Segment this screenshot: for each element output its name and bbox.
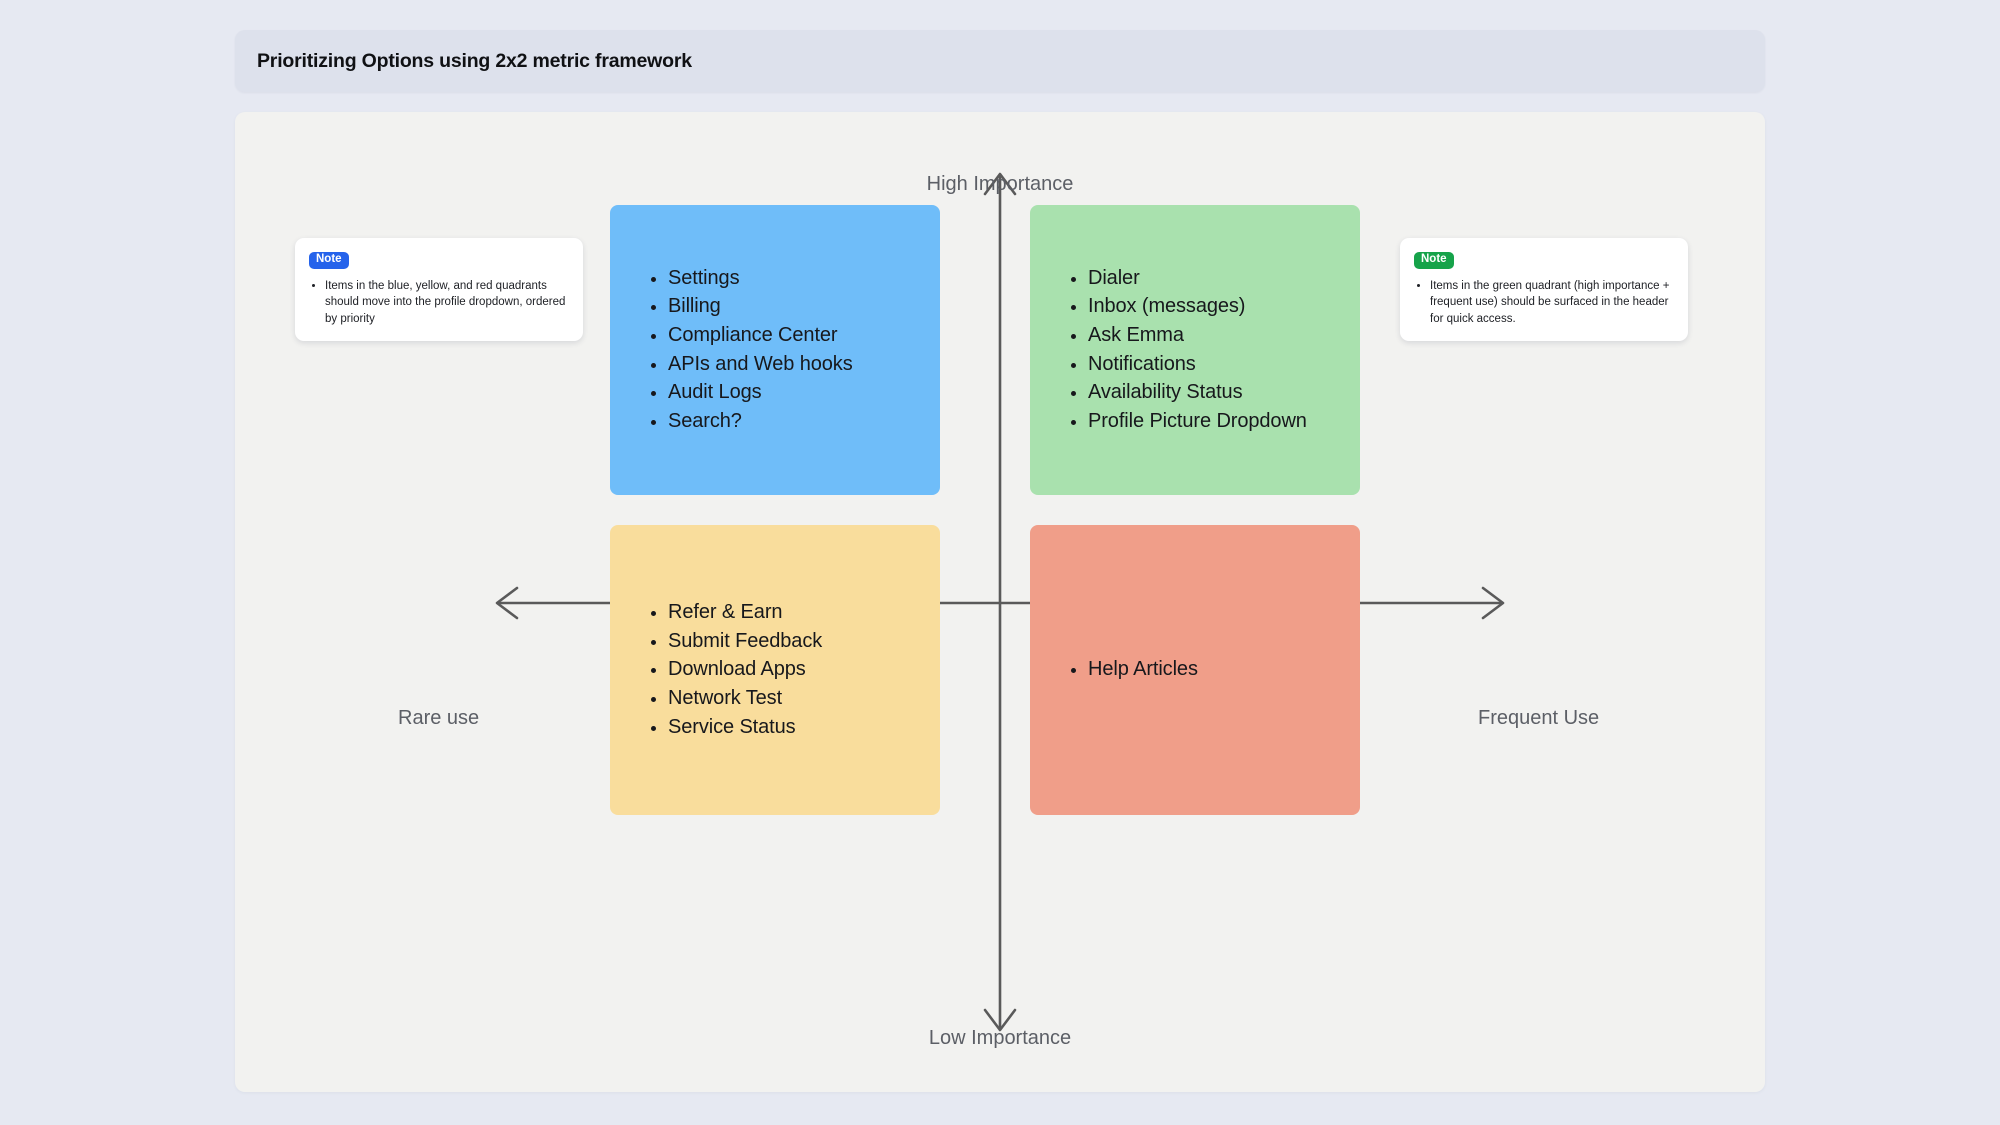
- page-title: Prioritizing Options using 2x2 metric fr…: [257, 49, 692, 72]
- quadrant-high-importance-rare-use[interactable]: SettingsBillingCompliance CenterAPIs and…: [610, 205, 940, 495]
- axis-label-frequent-use: Frequent Use: [1478, 707, 1600, 729]
- quadrant-low-importance-frequent-use[interactable]: Help Articles: [1030, 525, 1360, 815]
- list-item: Search?: [668, 410, 940, 433]
- list-item: Notifications: [1088, 353, 1360, 376]
- list-item: Network Test: [668, 687, 940, 710]
- list-item: Settings: [668, 267, 940, 290]
- list-item: Ask Emma: [1088, 324, 1360, 347]
- quadrant-item-list: SettingsBillingCompliance CenterAPIs and…: [668, 267, 940, 434]
- list-item: Download Apps: [668, 658, 940, 681]
- note-badge: Note: [309, 251, 349, 269]
- quadrant-item-list: Help Articles: [1088, 658, 1360, 681]
- list-item: Compliance Center: [668, 324, 940, 347]
- list-item: Profile Picture Dropdown: [1088, 410, 1360, 433]
- list-item: APIs and Web hooks: [668, 353, 940, 376]
- note-item-list: Items in the green quadrant (high import…: [1430, 278, 1674, 328]
- list-item: Inbox (messages): [1088, 295, 1360, 318]
- list-item: Billing: [668, 295, 940, 318]
- axis-label-rare-use: Rare use: [398, 707, 480, 729]
- quadrant-low-importance-rare-use[interactable]: Refer & EarnSubmit FeedbackDownload Apps…: [610, 525, 940, 815]
- header-bar: Prioritizing Options using 2x2 metric fr…: [235, 30, 1765, 92]
- note-item-list: Items in the blue, yellow, and red quadr…: [325, 278, 569, 328]
- note-card-left[interactable]: Note Items in the blue, yellow, and red …: [295, 238, 583, 341]
- list-item: Audit Logs: [668, 381, 940, 404]
- quadrant-item-list: Refer & EarnSubmit FeedbackDownload Apps…: [668, 601, 940, 739]
- axis-label-low-importance: Low Importance: [928, 1027, 1072, 1049]
- list-item: Help Articles: [1088, 658, 1360, 681]
- note-card-right[interactable]: Note Items in the green quadrant (high i…: [1400, 238, 1688, 341]
- list-item: Service Status: [668, 716, 940, 739]
- note-badge: Note: [1414, 251, 1454, 269]
- list-item: Items in the green quadrant (high import…: [1430, 278, 1674, 328]
- list-item: Submit Feedback: [668, 630, 940, 653]
- list-item: Items in the blue, yellow, and red quadr…: [325, 278, 569, 328]
- list-item: Availability Status: [1088, 381, 1360, 404]
- quadrant-high-importance-frequent-use[interactable]: DialerInbox (messages) Ask EmmaNotificati…: [1030, 205, 1360, 495]
- list-item: Dialer: [1088, 267, 1360, 290]
- list-item: Refer & Earn: [668, 601, 940, 624]
- quadrant-item-list: DialerInbox (messages) Ask EmmaNotificati…: [1088, 267, 1360, 434]
- axis-label-high-importance: High Importance: [926, 173, 1074, 195]
